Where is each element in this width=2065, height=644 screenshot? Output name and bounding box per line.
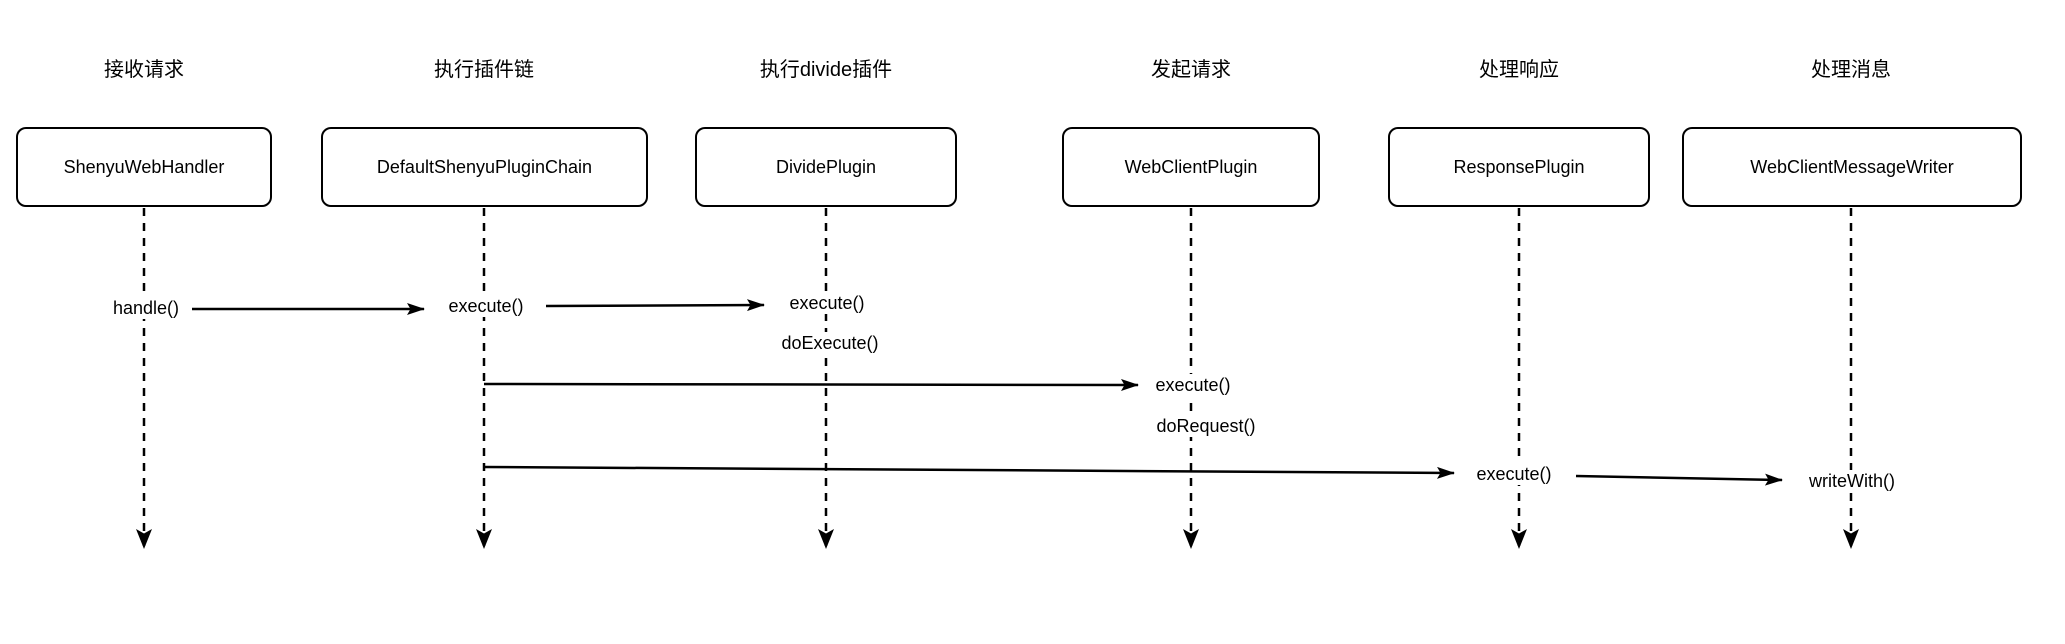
actor-title-initiate-request: 发起请求 xyxy=(1151,59,1231,81)
actor-box-webclientplugin: WebClientPlugin xyxy=(1062,127,1320,207)
actor-title-execute-plugin-chain: 执行插件链 xyxy=(434,59,534,81)
message-label-dorequest: doRequest() xyxy=(1152,415,1260,437)
actor-title-execute-divide-plugin: 执行divide插件 xyxy=(759,59,893,81)
message-label-execute-1: execute() xyxy=(444,295,528,317)
message-label-execute-3: execute() xyxy=(1151,374,1235,396)
actor-title-handle-message: 处理消息 xyxy=(1811,59,1891,81)
message-label-handle: handle() xyxy=(108,297,184,319)
arrow-pluginchain-to-divideplugin xyxy=(545,299,765,312)
message-label-execute-2: execute() xyxy=(785,292,869,314)
actor-title-receive-request: 接收请求 xyxy=(104,59,184,81)
actor-title-handle-response: 处理响应 xyxy=(1479,59,1559,81)
message-label-execute-4: execute() xyxy=(1472,463,1556,485)
actor-box-divideplugin: DividePlugin xyxy=(695,127,957,207)
arrow-responseplugin-to-messagewriter xyxy=(1575,473,1783,486)
arrow-pluginchain-to-webclientplugin xyxy=(483,378,1139,391)
actor-box-defaultshenyupluginchain: DefaultShenyuPluginChain xyxy=(321,127,648,207)
arrow-pluginchain-to-responseplugin xyxy=(483,465,1455,479)
message-label-doexecute: doExecute() xyxy=(777,332,883,354)
actor-box-responseplugin: ResponsePlugin xyxy=(1388,127,1650,207)
message-label-writewith: writeWith() xyxy=(1805,470,1899,492)
actor-box-webclientmessagewriter: WebClientMessageWriter xyxy=(1682,127,2022,207)
actor-box-shenyuwebhandler: ShenyuWebHandler xyxy=(16,127,272,207)
